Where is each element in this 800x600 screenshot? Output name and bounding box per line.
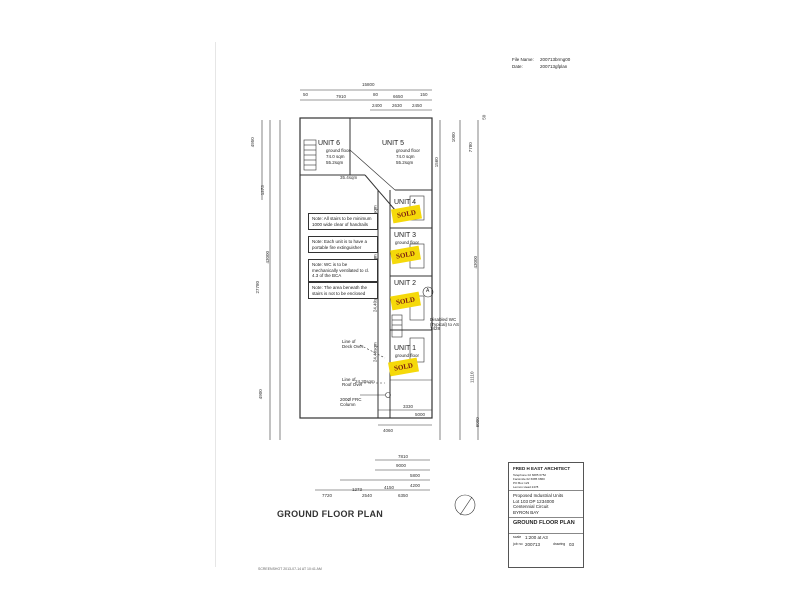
dim-bottom-1: 3330 xyxy=(403,404,414,409)
title-block-divider xyxy=(509,533,583,534)
dim-top-6: 150 xyxy=(420,92,428,97)
date-label: Date: xyxy=(512,64,523,69)
dim-left-4: 4900 xyxy=(257,389,263,400)
title-block-divider xyxy=(509,517,583,518)
unit-3-name: UNIT 3 xyxy=(394,232,417,239)
area-label-4: 24.40sqm xyxy=(372,342,378,363)
title-block-project: Proposed Industrial Units Lot 103 DP 123… xyxy=(513,493,564,515)
dim-top-3: 7910 xyxy=(336,94,347,99)
title-block-drawing-label: drawing xyxy=(553,542,566,546)
note-under-stairs: Note: The area beneath the stairs is not… xyxy=(308,282,378,300)
dim-lower-bottom-0: 7720 xyxy=(322,493,333,498)
dim-right-3: 43000 xyxy=(473,255,479,269)
note-extinguisher: Note: Each unit is to have a portable fi… xyxy=(308,236,378,254)
dim-right-1: 1000 xyxy=(450,132,456,143)
dim-top-2: 80 xyxy=(373,92,379,97)
note-wc-ventilation: Note: WC is to be mechanically ventilate… xyxy=(308,259,378,282)
dim-second-0: 2400 xyxy=(372,103,383,108)
sheet-edge xyxy=(215,42,216,567)
dim-lower-top-4: 5800 xyxy=(410,473,421,478)
dim-top-overall: 15800 xyxy=(362,82,375,87)
title-block-company: FRED H EAST ARCHITECT xyxy=(513,466,571,471)
title-block-scale-label: scale xyxy=(513,535,522,539)
title-block-job: 200713 xyxy=(525,542,541,547)
area-label-5: 24.30sqm xyxy=(355,379,375,384)
section-marker-a: A xyxy=(426,288,430,294)
dim-right-0: 50 xyxy=(481,114,487,120)
dim-left-1: 1273 xyxy=(259,185,265,196)
unit-4-name: UNIT 4 xyxy=(394,199,417,206)
title-block-drawing: 03 xyxy=(569,542,575,547)
title-block-divider xyxy=(509,490,583,491)
footer-note: SCREENSHOT 2013-07-14 AT 10:41 AM xyxy=(258,567,322,571)
dim-lower-bottom-4: 6350 xyxy=(398,493,409,498)
file-name-value: 200713brmg00 xyxy=(540,57,571,62)
unit-1-name: UNIT 1 xyxy=(394,345,417,352)
title-block: FRED H EAST ARCHITECT Telephone 02 6685 … xyxy=(508,462,584,568)
dim-bottom-right: 6000 xyxy=(474,417,480,428)
dim-second-3: 2630 xyxy=(392,103,403,108)
unit-6-sub: 55.2sqm xyxy=(326,160,344,165)
dim-lower-bottom-3: 4150 xyxy=(384,485,395,490)
dim-left-3: 43000 xyxy=(265,250,271,264)
unit-6-floor: ground floor xyxy=(326,148,351,153)
title-block-contact: Telephone 02 6685 6752 Facsimile 02 6685… xyxy=(513,473,547,489)
dim-lower-bottom-2: 2540 xyxy=(362,493,373,498)
dim-lower-bottom-1: 1273 xyxy=(352,487,363,492)
dim-right-5: 11110 xyxy=(469,371,475,384)
date-value: 200713gfplan xyxy=(540,64,568,69)
callout-roof: Line of Roof Over xyxy=(342,377,363,387)
dim-second-4: 2450 xyxy=(412,103,423,108)
dim-left-0: 4950 xyxy=(249,137,255,148)
note-stairs: Note: All stairs to be minimum 1000 wide… xyxy=(308,213,378,231)
unit-5-floor: ground floor xyxy=(396,148,421,153)
dim-lower-top-5: 4200 xyxy=(410,483,421,488)
dim-right-4: 7780 xyxy=(467,142,473,153)
file-name-label: File Name: xyxy=(512,57,534,62)
unit-6-area: 74.0 sqm xyxy=(326,154,345,159)
unit-1-floor: ground floor xyxy=(395,353,420,358)
dim-bottom-2: 5000 xyxy=(415,412,426,417)
callout-column: 200Ø FRC Column xyxy=(340,397,362,407)
title-block-scale: 1:200 at A3 xyxy=(525,535,548,540)
dim-top-0: 50 xyxy=(303,92,309,97)
title-block-sheet-title: GROUND FLOOR PLAN xyxy=(513,520,575,526)
dim-lower-top-0: 7810 xyxy=(398,454,409,459)
unit-2-name: UNIT 2 xyxy=(394,280,417,287)
callout-disabled-wc: Disabled WC (Typical) to AS 1428 xyxy=(430,317,460,331)
unit-5-sub: 55.2sqm xyxy=(396,160,414,165)
dim-top-5: 6650 xyxy=(393,94,404,99)
unit-6-name: UNIT 6 xyxy=(318,140,341,147)
unit-5-name: UNIT 5 xyxy=(382,140,405,147)
unit-5-area: 74.0 sqm xyxy=(396,154,415,159)
dim-lower-top-1: 9000 xyxy=(396,463,407,468)
drawing-title: GROUND FLOOR PLAN xyxy=(277,509,384,519)
callout-deck: Line of Deck Over xyxy=(342,339,364,349)
title-block-job-label: job no xyxy=(513,542,523,546)
dim-bottom-0: 4060 xyxy=(383,428,394,433)
unit-3-floor: ground floor xyxy=(395,240,420,245)
area-label-0: 35.4sqm xyxy=(340,175,358,180)
dim-right-2: 1560 xyxy=(433,157,439,168)
dim-left-2: 27780 xyxy=(255,280,261,294)
